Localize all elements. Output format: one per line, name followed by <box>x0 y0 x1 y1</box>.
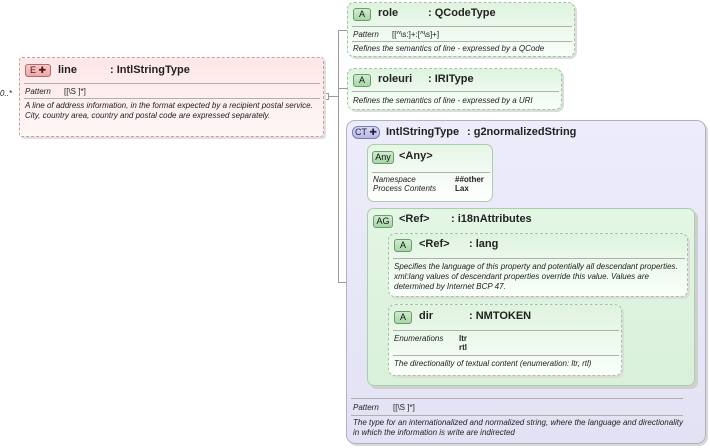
pattern-label: Pattern <box>25 87 51 96</box>
pattern-label: Pattern <box>353 403 379 412</box>
divider <box>393 355 619 356</box>
enumerations-label: Enumerations <box>394 334 444 343</box>
line-element-box[interactable]: E ✚ line : IntlStringType Pattern [[\S ]… <box>19 57 324 137</box>
element-icon: E ✚ <box>25 64 51 77</box>
complex-type-icon: CT ✚ <box>352 126 380 139</box>
pattern-label: Pattern <box>353 30 379 39</box>
element-badge-label: E <box>29 65 36 75</box>
complex-type-base: : g2normalizedString <box>467 126 577 138</box>
dir-attribute-box[interactable]: A dir : NMTOKEN Enumerations ltr rtl The… <box>388 304 622 376</box>
divider <box>352 41 572 42</box>
attribute-type: : IRIType <box>428 73 474 85</box>
role-attribute-box[interactable]: A role : QCodeType Pattern [[^\s:]+:[^\s… <box>347 2 575 57</box>
connector-line <box>338 30 350 31</box>
process-contents-value: Lax <box>455 184 469 193</box>
element-name: line <box>58 64 77 76</box>
attribute-description: Refines the semantics of line - expresse… <box>353 44 545 53</box>
namespace-value: ##other <box>455 175 484 184</box>
connector-line <box>324 96 338 97</box>
plus-icon: ✚ <box>369 127 377 137</box>
attribute-group-ref: <Ref> <box>399 213 430 225</box>
element-description: A line of address information, in the fo… <box>25 101 313 120</box>
divider <box>24 83 320 84</box>
attribute-type: : NMTOKEN <box>469 310 532 322</box>
any-wildcard-box[interactable]: Any <Any> Namespace ##other Process Cont… <box>367 144 493 202</box>
pattern-value: [[^\s:]+:[^\s]+] <box>392 30 440 39</box>
attribute-icon: A <box>394 311 412 324</box>
attribute-type: : QCodeType <box>428 7 496 19</box>
enumeration-value: rtl <box>459 343 467 352</box>
attribute-icon: A <box>353 8 371 21</box>
divider <box>351 398 683 399</box>
process-contents-label: Process Contents <box>373 184 437 193</box>
divider <box>352 26 572 27</box>
any-name: <Any> <box>399 150 433 162</box>
element-type: : IntlStringType <box>110 64 190 76</box>
divider <box>24 98 320 99</box>
connector-line <box>338 30 339 282</box>
attribute-icon: A <box>353 74 371 87</box>
connector-line <box>338 88 350 89</box>
roleuri-attribute-box[interactable]: A roleuri : IRIType Refines the semantic… <box>347 68 562 110</box>
attribute-name: dir <box>419 310 434 322</box>
namespace-label: Namespace <box>373 175 416 184</box>
attribute-description: The directionality of textual content (e… <box>394 359 592 368</box>
attribute-description: Refines the semantics of line - expresse… <box>353 96 533 105</box>
attribute-group-name: : i18nAttributes <box>451 213 532 225</box>
pattern-value: [[\S ]*] <box>64 87 86 96</box>
complex-type-description: The type for an internationalized and no… <box>353 418 683 437</box>
attribute-group-icon: AG <box>373 215 393 228</box>
attribute-name: role <box>378 7 399 19</box>
plus-icon: ✚ <box>38 65 47 75</box>
divider <box>352 91 559 92</box>
complex-type-badge-label: CT <box>355 127 367 137</box>
attribute-name: : lang <box>469 238 499 250</box>
any-icon: Any <box>372 151 394 164</box>
divider <box>351 415 683 416</box>
divider <box>393 330 619 331</box>
divider <box>393 258 685 259</box>
attribute-description: Specifies the language of this property … <box>394 262 678 291</box>
divider <box>372 172 490 173</box>
attribute-ref: <Ref> <box>419 238 450 250</box>
enumeration-value: ltr <box>459 334 467 343</box>
attribute-name: roleuri <box>378 73 413 85</box>
attribute-icon: A <box>394 239 412 252</box>
connector-line <box>338 282 350 283</box>
multiplicity-label: 0..* <box>0 89 13 98</box>
pattern-value: [[\S ]*] <box>393 403 415 412</box>
complex-type-name: IntlStringType <box>386 126 460 138</box>
lang-attribute-box[interactable]: A <Ref> : lang Specifies the language of… <box>388 233 688 297</box>
